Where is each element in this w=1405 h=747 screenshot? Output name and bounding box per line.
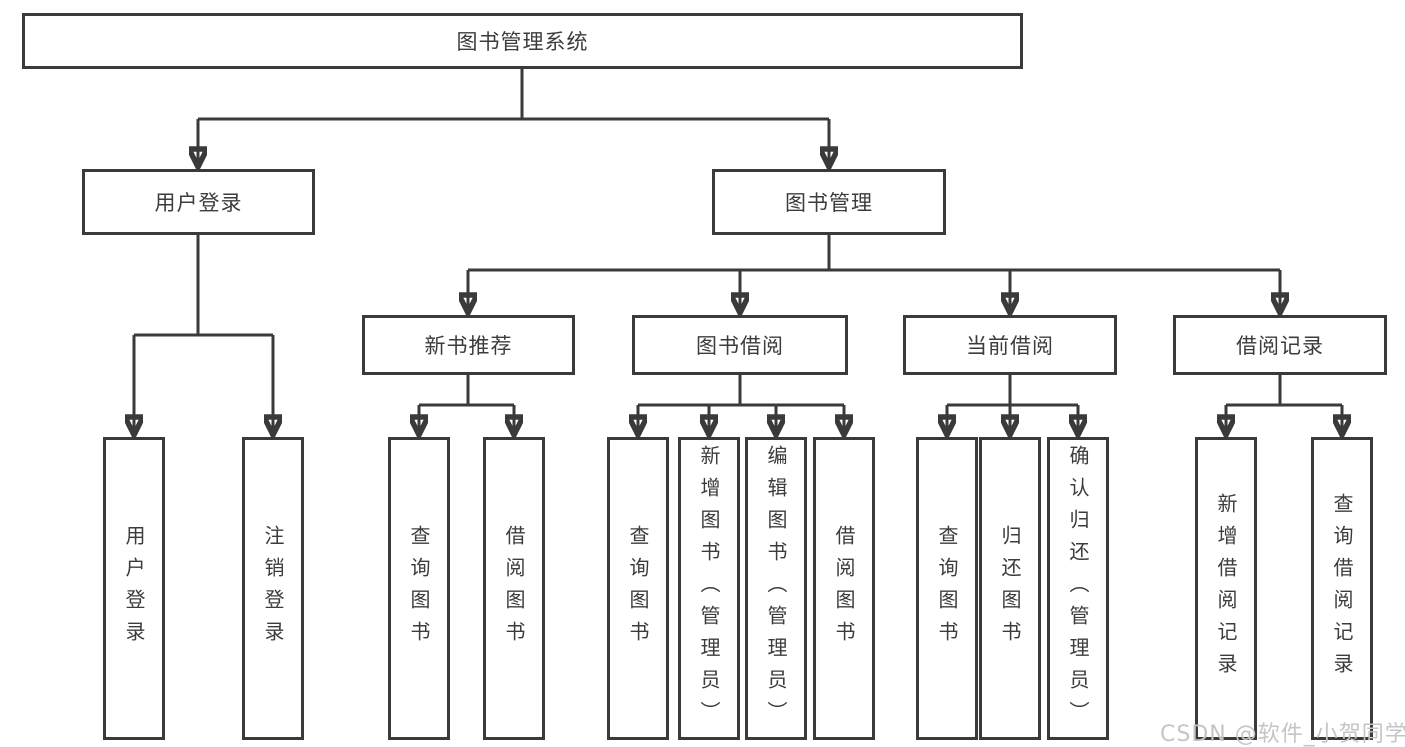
- node-user-login: 用户登录: [82, 169, 315, 235]
- node-leaf-user-login: 用户登录: [103, 437, 165, 740]
- node-new-book-recommend: 新书推荐: [362, 315, 575, 375]
- node-library-management-system: 图书管理系统: [22, 13, 1023, 69]
- node-leaf-query-books-2: 查询图书: [607, 437, 669, 740]
- node-book-management: 图书管理: [712, 169, 946, 235]
- edge-current-borrow-children: [947, 375, 1078, 435]
- node-leaf-query-books-3: 查询图书: [916, 437, 978, 740]
- node-leaf-return-book: 归还图书: [979, 437, 1041, 740]
- node-leaf-add-book-admin: 新增图书（管理员）: [678, 437, 740, 740]
- edge-user-login-children: [134, 235, 273, 435]
- edge-borrow-records-children: [1226, 375, 1342, 435]
- node-leaf-query-borrow-record: 查询借阅记录: [1311, 437, 1373, 740]
- edge-new-book-rec-children: [419, 375, 514, 435]
- node-leaf-add-borrow-record: 新增借阅记录: [1195, 437, 1257, 740]
- edge-root-to-level2: [198, 69, 829, 167]
- csdn-watermark: CSDN @软件_小贺同学: [1160, 722, 1405, 747]
- edge-book-management-children: [468, 235, 1280, 313]
- node-leaf-borrow-books-1: 借阅图书: [483, 437, 545, 740]
- node-leaf-edit-book-admin: 编辑图书（管理员）: [745, 437, 807, 740]
- node-leaf-logout: 注销登录: [242, 437, 304, 740]
- node-book-borrow: 图书借阅: [632, 315, 848, 375]
- node-borrow-records: 借阅记录: [1173, 315, 1387, 375]
- node-current-borrow: 当前借阅: [903, 315, 1117, 375]
- edge-book-borrow-children: [638, 375, 844, 435]
- node-leaf-borrow-books-2: 借阅图书: [813, 437, 875, 740]
- node-leaf-query-books-1: 查询图书: [388, 437, 450, 740]
- node-leaf-confirm-return-admin: 确认归还（管理员）: [1047, 437, 1109, 740]
